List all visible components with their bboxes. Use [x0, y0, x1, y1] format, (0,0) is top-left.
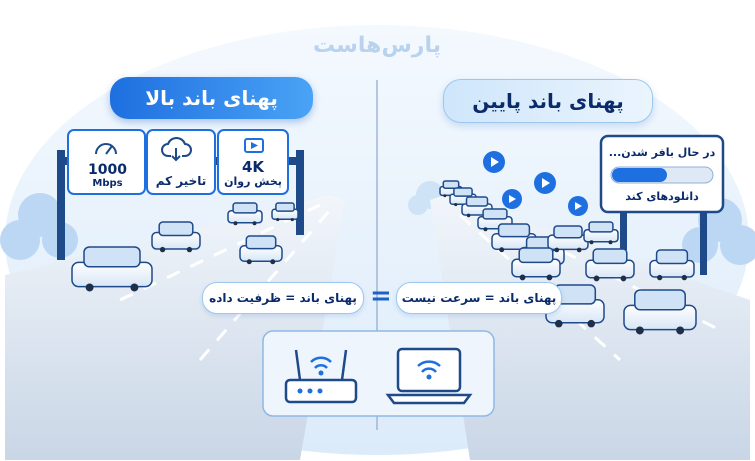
- sign-stream: 4K پخش روان: [219, 154, 287, 188]
- play-badges: [483, 151, 588, 216]
- cars: [71, 180, 697, 335]
- car: [151, 221, 201, 253]
- speedometer-icon: [95, 143, 117, 155]
- sign-latency: تاخیر کم: [148, 160, 214, 188]
- road-right: [430, 195, 750, 460]
- buffer-progress-fill: [612, 168, 667, 182]
- car: [583, 221, 619, 245]
- car: [511, 247, 561, 281]
- car: [239, 235, 283, 265]
- sign-speed: 1000 Mbps: [70, 158, 145, 190]
- car: [271, 202, 299, 222]
- brand-logo: پارس‌هاست: [313, 33, 441, 58]
- car: [71, 246, 153, 292]
- router-icon: [284, 349, 358, 404]
- low-bandwidth-title: پهنای باند پایین: [443, 79, 653, 123]
- cloud-download-icon: [161, 137, 192, 162]
- sign-speed-unit: Mbps: [92, 178, 123, 189]
- high-bandwidth-title: پهنای باند بالا: [110, 77, 313, 119]
- sign-latency-label: تاخیر کم: [155, 174, 207, 188]
- play-icon: [244, 138, 264, 153]
- car: [227, 202, 263, 226]
- car: [585, 248, 635, 282]
- car: [623, 289, 697, 335]
- car: [491, 223, 537, 253]
- caption-capacity: پهنای باند = ظرفیت داده: [202, 282, 364, 314]
- equals-sign: =: [370, 281, 392, 311]
- sign-speed-value: 1000: [88, 162, 127, 178]
- buffer-sign: [599, 134, 725, 275]
- caption-not-speed: پهنای باند = سرعت نیست: [396, 282, 562, 314]
- gantry-left: [57, 129, 304, 260]
- buffer-label: دانلودهای کند: [625, 190, 699, 203]
- sign-stream-label: پخش روان: [224, 175, 282, 188]
- lane-marks-left: [119, 203, 332, 361]
- car: [649, 249, 695, 281]
- sign-stream-quality: 4K: [241, 158, 265, 176]
- buffer-status: در حال بافر شدن...: [608, 146, 716, 159]
- laptop-wifi-icon: [385, 347, 473, 405]
- car: [547, 225, 589, 253]
